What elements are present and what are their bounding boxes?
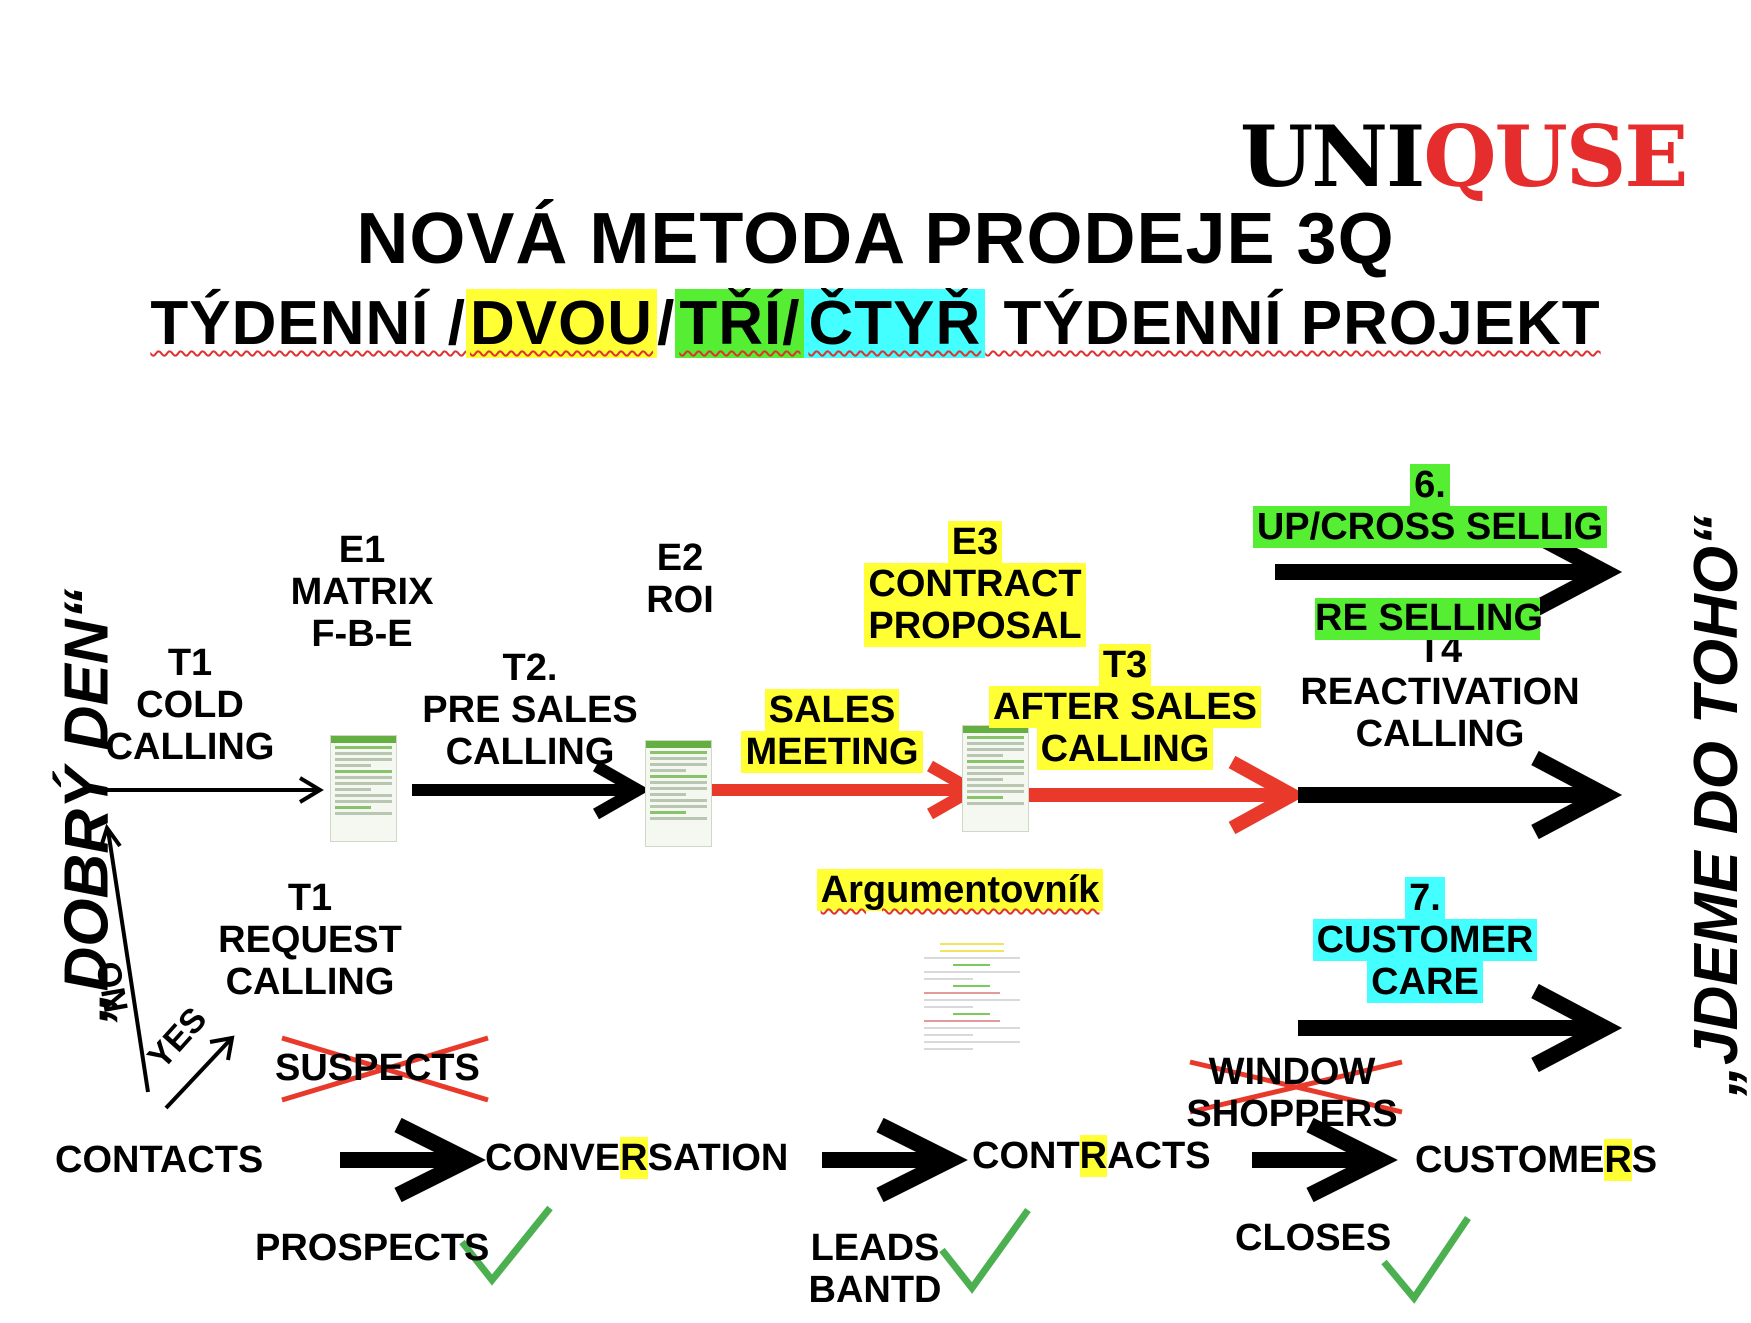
- funnel-customers: CUSTOMERS: [1415, 1139, 1658, 1181]
- roi-document-thumbnail: [645, 740, 712, 847]
- funnel-closes: CLOSES: [1235, 1217, 1392, 1259]
- funnel-contracts: CONTRACTS: [972, 1135, 1211, 1177]
- funnel-prospects: PROSPECTS: [255, 1227, 490, 1269]
- funnel-conversation: CONVERSATION: [485, 1137, 789, 1179]
- struck-suspects: SUSPECTS: [275, 1047, 480, 1089]
- funnel-contacts: CONTACTS: [55, 1139, 264, 1181]
- title-line-2: TÝDENNÍ /DVOU/TŘÍ/ČTYŘ TÝDENNÍ PROJEKT: [150, 289, 1601, 358]
- uniquse-logo: UNIQUSE: [1240, 107, 1688, 206]
- argumentovnik-label: Argumentovník: [810, 869, 1110, 912]
- step-6-re-selling: RE SELLING: [1315, 597, 1544, 640]
- matrix-document-thumbnail: [330, 735, 397, 842]
- title-line-1: NOVÁ METODA PRODEJE 3Q: [356, 199, 1395, 279]
- contract-document-thumbnail: [962, 725, 1029, 832]
- step-6-up-cross-selling: 6.UP/CROSS SELLIG: [1240, 464, 1620, 549]
- argumentovnik-document-thumbnail: [918, 938, 1026, 1083]
